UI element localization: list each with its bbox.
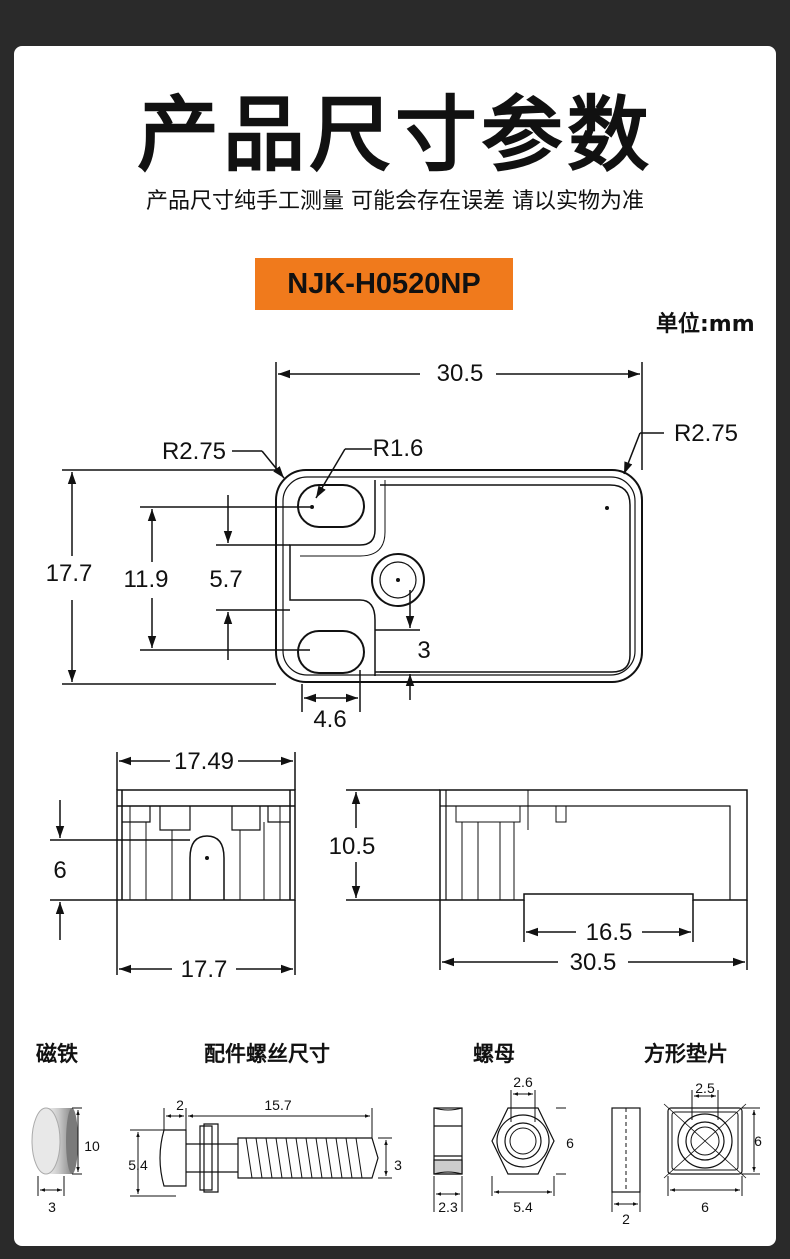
dim-side-recess: 16.5 bbox=[586, 919, 633, 946]
dim-edge-gap: 3 bbox=[417, 637, 430, 664]
front-view-dimensions bbox=[50, 752, 296, 975]
magnet-thickness: 3 bbox=[48, 1199, 56, 1215]
nut-width: 5.4 bbox=[513, 1199, 533, 1215]
washer-drawing bbox=[611, 1103, 747, 1193]
washer-label: 方形垫片 bbox=[644, 1042, 728, 1066]
upper-slot bbox=[297, 484, 365, 528]
dim-slot-offset: 5.7 bbox=[209, 566, 242, 593]
dim-front-slot-height: 6 bbox=[53, 857, 66, 884]
content-card bbox=[14, 46, 776, 1246]
dim-slot-width: 4.6 bbox=[313, 706, 346, 733]
housing-outline bbox=[275, 469, 643, 683]
screw-head: 2 bbox=[176, 1097, 184, 1113]
nut-thickness: 2.3 bbox=[438, 1199, 458, 1215]
side-view-dimensions bbox=[346, 789, 748, 970]
washer-width: 6 bbox=[701, 1199, 709, 1215]
dim-slot-radius: R1.6 bbox=[373, 435, 424, 462]
washer-side: 6 bbox=[754, 1133, 762, 1149]
screw-length: 15.7 bbox=[264, 1097, 291, 1113]
lower-slot bbox=[297, 630, 365, 674]
magnet-drawing bbox=[31, 1107, 78, 1175]
top-view-dimensions bbox=[62, 362, 664, 712]
dim-width-30-5: 30.5 bbox=[437, 360, 484, 387]
nut-across: 6 bbox=[566, 1135, 574, 1151]
nut-hole: 2.6 bbox=[513, 1074, 533, 1090]
mounting-boss bbox=[371, 553, 425, 607]
washer-thickness: 2 bbox=[622, 1211, 630, 1227]
page-subtitle: 产品尺寸纯手工测量 可能会存在误差 请以实物为准 bbox=[146, 189, 644, 214]
screw-thread: 3 bbox=[394, 1157, 402, 1173]
nut-drawing bbox=[433, 1107, 555, 1175]
washer-hole: 2.5 bbox=[695, 1080, 715, 1096]
screw-label: 配件螺丝尺寸 bbox=[204, 1042, 330, 1066]
model-badge: NJK-H0520NP bbox=[255, 258, 513, 310]
screw-drawing bbox=[159, 1123, 379, 1193]
dim-front-bottom-width: 17.7 bbox=[181, 956, 228, 983]
dim-radius-right: R2.75 bbox=[674, 420, 738, 447]
nut-label: 螺母 bbox=[473, 1042, 515, 1066]
dim-front-top-width: 17.49 bbox=[174, 748, 234, 775]
unit-label: 单位:mm bbox=[656, 312, 755, 337]
screw-head-dia: 5.4 bbox=[128, 1157, 148, 1173]
dim-radius-left: R2.75 bbox=[162, 438, 226, 465]
magnet-label: 磁铁 bbox=[36, 1042, 78, 1066]
front-view bbox=[116, 789, 296, 901]
side-view bbox=[439, 789, 748, 901]
dim-slot-pitch: 11.9 bbox=[124, 566, 169, 593]
dim-side-length: 30.5 bbox=[570, 949, 617, 976]
top-view bbox=[275, 469, 643, 683]
dim-side-height: 10.5 bbox=[329, 833, 376, 860]
magnet-height: 10 bbox=[84, 1138, 100, 1154]
dim-height-17-7: 17.7 bbox=[46, 560, 93, 587]
page-title: 产品尺寸参数 bbox=[136, 88, 653, 183]
